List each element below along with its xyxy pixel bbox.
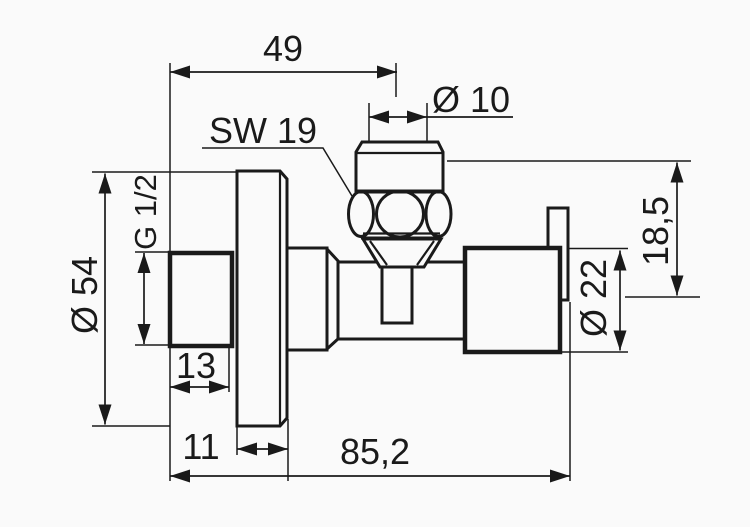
dimension-outlet-offset: 18,5: [447, 160, 700, 298]
dimension-thread-size: G 1/2: [128, 174, 171, 346]
hex-nut-left-lobe: [347, 190, 375, 238]
dim-852-label: 85,2: [340, 431, 410, 472]
dimension-escutcheon-diameter: Ø 54: [64, 171, 237, 427]
dim-d54-label: Ø 54: [64, 256, 105, 334]
dim-13-label: 13: [176, 345, 216, 386]
stem-housing: [380, 265, 414, 325]
callout-sw19: SW 19: [202, 110, 353, 197]
dimension-thread-length: 13: [169, 345, 230, 481]
dim-d22-label: Ø 22: [573, 259, 614, 337]
dim-d10-label: Ø 10: [432, 79, 510, 120]
dim-49-label: 49: [263, 28, 303, 69]
valve-outline: [167, 140, 570, 428]
compression-cap: [354, 140, 445, 193]
funnel-inner-lines: [369, 240, 435, 266]
rear-neck: [285, 246, 329, 352]
dim-11-label: 11: [182, 426, 219, 467]
dimension-overall-length: 85,2: [170, 302, 571, 483]
sw19-label: SW 19: [209, 110, 317, 151]
inlet-thread: [167, 250, 235, 349]
sw19-leader-line: [202, 147, 353, 197]
dim-g12-label: G 1/2: [128, 174, 163, 250]
dimension-escutcheon-depth: 11: [182, 419, 289, 481]
handle: [462, 245, 563, 355]
hex-nut-right-lobe: [424, 190, 453, 238]
dimension-handle-diameter: Ø 22: [560, 247, 628, 353]
dim-185-label: 18,5: [635, 196, 676, 266]
dimension-outlet-diameter: Ø 10: [368, 79, 513, 141]
dimension-49: 49: [169, 28, 397, 251]
hex-nut-center-lobe: [375, 189, 425, 239]
